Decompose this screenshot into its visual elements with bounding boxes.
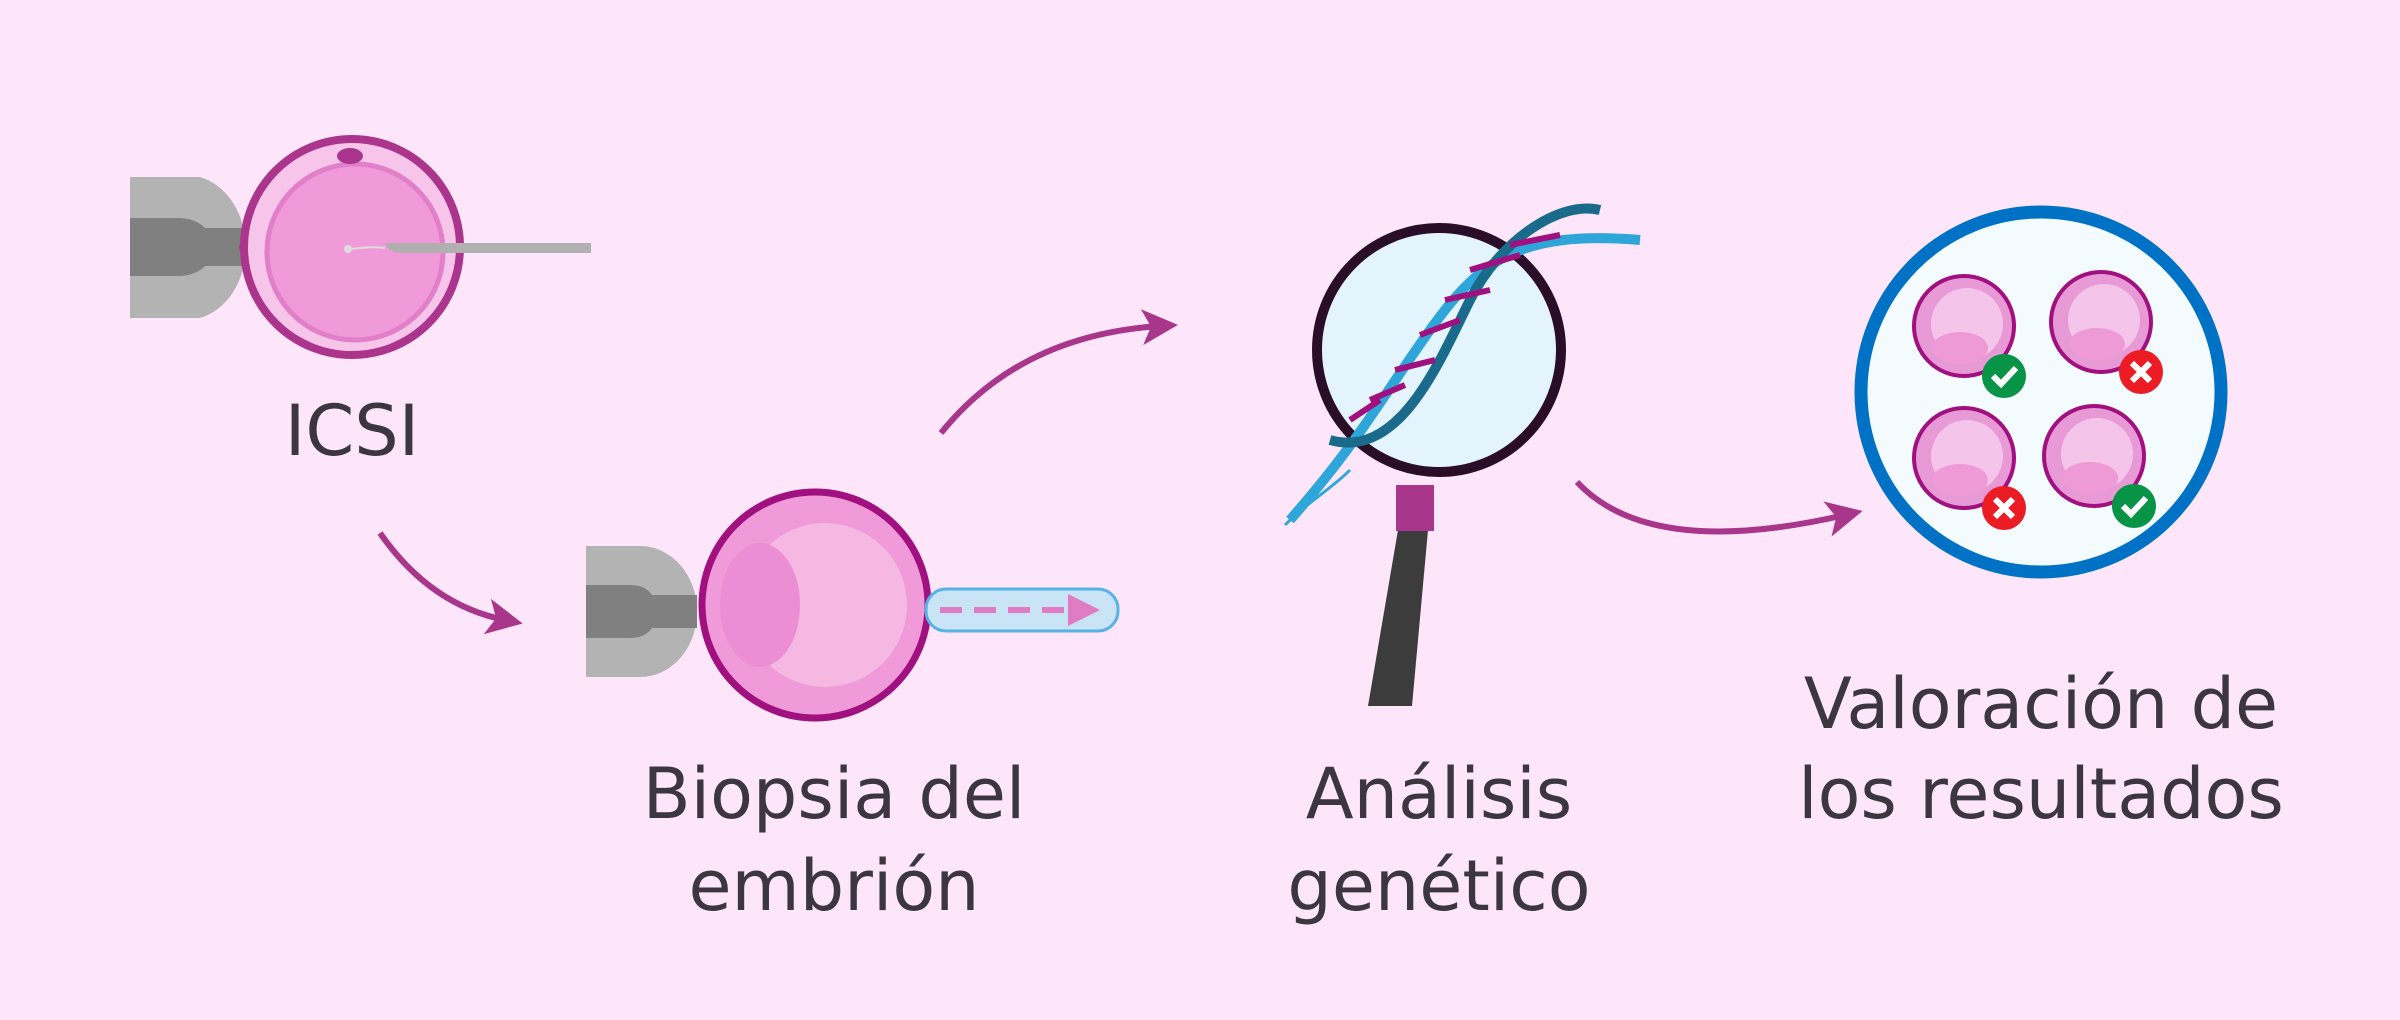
genetic-analysis-illustration: Análisis genético — [1283, 203, 1641, 927]
arrow-2 — [938, 309, 1178, 435]
inner-cell-mass — [720, 543, 800, 667]
embryo-valid — [2042, 404, 2156, 528]
step-label-icsi: ICSI — [285, 390, 420, 472]
results-dish — [1854, 205, 2228, 579]
step-label-results-line2: los resultados — [1798, 753, 2284, 835]
step-label-biopsy-line2: embrión — [688, 845, 979, 927]
dna-helix-icon — [1283, 203, 1641, 527]
injection-needle — [385, 243, 591, 253]
cross-badge-icon — [2119, 350, 2163, 394]
check-badge-icon — [1982, 354, 2026, 398]
holding-pipette-inner — [130, 218, 245, 276]
biopsy-illustration: Biopsia del embrión — [586, 488, 1120, 927]
icsi-illustration: ICSI — [130, 135, 591, 472]
arrow-3 — [1574, 479, 1863, 537]
cross-badge-icon — [1982, 486, 2026, 530]
step-label-results-line1: Valoración de — [1804, 663, 2278, 745]
arrow-1 — [377, 531, 523, 635]
step-label-analysis-line1: Análisis — [1306, 753, 1572, 835]
embryo-valid — [1912, 274, 2026, 398]
results-illustration: Valoración de los resultados — [1798, 205, 2284, 835]
embryo-invalid — [1912, 406, 2026, 530]
embryo-invalid — [2049, 270, 2163, 394]
polar-body — [337, 148, 363, 164]
step-label-biopsy-line1: Biopsia del — [643, 753, 1026, 835]
step-label-analysis-line2: genético — [1287, 845, 1590, 927]
check-badge-icon — [2112, 484, 2156, 528]
magnifier-handle — [1368, 530, 1428, 706]
